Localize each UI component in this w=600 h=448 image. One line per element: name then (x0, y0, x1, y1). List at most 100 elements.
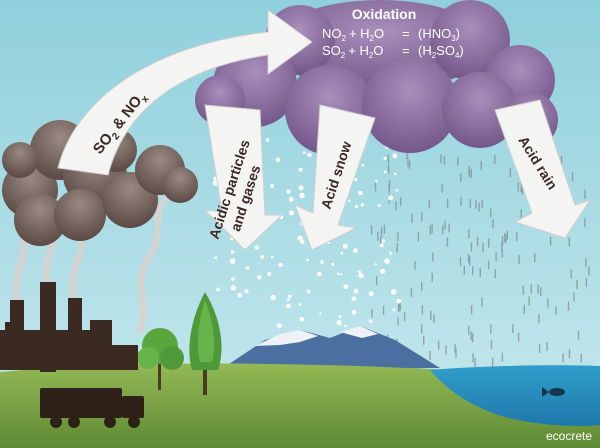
fish-icon (542, 387, 565, 397)
snow-dot (230, 285, 236, 291)
snow-dot (270, 294, 277, 301)
snow-dot (353, 288, 359, 294)
mountains (220, 326, 440, 370)
snow-dot (299, 239, 305, 245)
snow-dot (267, 271, 272, 276)
snow-dot (237, 292, 242, 298)
snow-dot (299, 316, 305, 322)
snow-dot (395, 189, 399, 192)
svg-text:(H2SO4): (H2SO4) (418, 43, 464, 60)
truck-icon (40, 388, 144, 428)
snow-dot (298, 167, 303, 172)
snow-dot (331, 262, 335, 266)
snow-dot (213, 230, 217, 235)
snow-dot (358, 272, 364, 279)
snow-dot (368, 319, 373, 324)
snow-dot (275, 157, 281, 163)
flow-arrows (57, 9, 592, 251)
snow-dot (260, 255, 265, 259)
snow-dot (392, 308, 396, 312)
snow-dot (299, 192, 305, 199)
snow-dot (340, 251, 344, 255)
snow-dot (353, 177, 358, 182)
snow-dot (351, 296, 357, 302)
snow-dot (286, 189, 291, 194)
snow-dot (287, 294, 292, 299)
snow-dot (339, 273, 343, 276)
rain-arrow (494, 99, 592, 239)
snow-dot (338, 315, 342, 319)
snow-dot (336, 320, 342, 326)
snow-dot (214, 256, 218, 260)
trees (137, 292, 222, 395)
snow-arrow (294, 104, 376, 251)
snow-dot (354, 205, 358, 209)
snow-dot (383, 170, 387, 174)
cloud-title: Oxidation (352, 6, 417, 22)
snow-dot (231, 277, 235, 281)
particles-arrow (203, 104, 284, 251)
snow-dot (254, 245, 260, 250)
snow-dot (317, 271, 322, 277)
brand-logo: ecocrete (546, 429, 592, 443)
snow-dot (257, 275, 262, 280)
snow-dot (384, 258, 390, 264)
snow-dot (297, 235, 303, 241)
snow-dot (244, 289, 249, 294)
snow-dot (306, 289, 311, 294)
snow-dot (216, 289, 219, 292)
snow-dot (357, 270, 361, 274)
snow-dot (389, 251, 392, 255)
snow-dot (361, 164, 365, 167)
snow-dot (289, 210, 295, 216)
snow-dot (286, 303, 291, 309)
snow-dot (229, 258, 236, 264)
snow-dot (306, 258, 310, 262)
svg-text:SO2+ H2O: SO2+ H2O (322, 43, 383, 60)
snow-dot (391, 289, 397, 295)
svg-text:(HNO3): (HNO3) (418, 26, 460, 43)
snow-dot (288, 196, 294, 202)
emission-arrow (57, 9, 313, 176)
snow-dot (319, 312, 322, 315)
snow-dot (337, 272, 340, 276)
equation-so2: SO2+ H2O = (H2SO4) (322, 43, 464, 60)
snow-dot (368, 291, 374, 297)
snow-dot (374, 263, 377, 266)
snow-dot (352, 248, 358, 254)
snow-dot (286, 298, 290, 302)
snow-dot (298, 185, 304, 191)
snow-dot (230, 250, 235, 254)
snow-dot (245, 266, 250, 270)
snow-dot (383, 156, 387, 160)
snow-dot (380, 268, 386, 274)
svg-text:=: = (402, 26, 410, 41)
snow-dot (377, 203, 381, 208)
snow-dot (265, 138, 270, 142)
snow-dot (302, 151, 306, 155)
snow-dot (344, 324, 347, 328)
equation-no2: NO2+ H2O = (HNO3) (322, 26, 460, 43)
acid-rain-streaks (370, 150, 590, 367)
snow-dot (278, 262, 283, 268)
snow-dot (388, 195, 394, 201)
snow-dot (360, 203, 365, 207)
svg-text:=: = (402, 43, 410, 58)
snow-dot (276, 323, 282, 329)
snow-dot (320, 260, 324, 264)
snow-dot (358, 190, 363, 196)
snow-dot (271, 255, 274, 259)
snow-dot (270, 184, 275, 189)
snow-dot (347, 199, 351, 202)
snow-dot (298, 303, 302, 306)
snow-dot (379, 243, 384, 248)
snow-dot (307, 152, 312, 158)
snow-dot (393, 172, 397, 176)
snow-dot (343, 284, 349, 290)
snow-dot (351, 309, 357, 315)
snow-dot (342, 243, 348, 249)
snow-dot (381, 239, 385, 243)
sea (430, 365, 600, 426)
snow-dot (392, 153, 398, 159)
